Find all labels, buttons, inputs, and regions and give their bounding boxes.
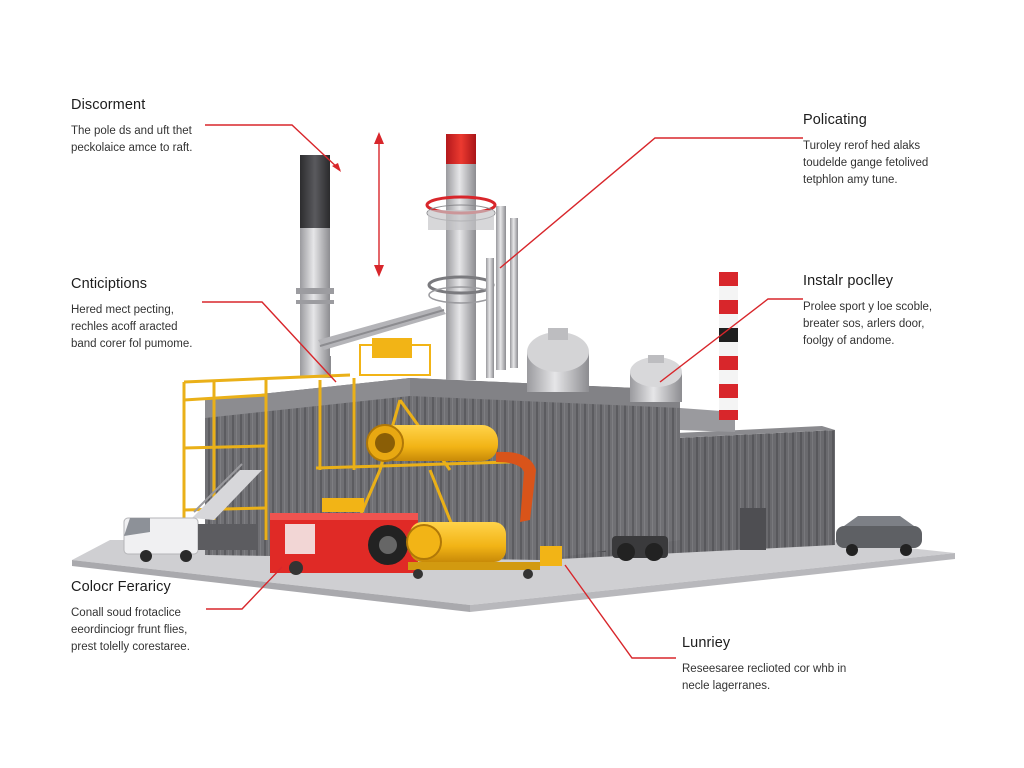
callout-line: Turoley rerof hed alaks [803,140,921,152]
arrowhead [332,163,341,172]
callout-policating: Policating Turoley rerof hed alaks toude… [803,112,928,189]
dark-chimney [296,155,334,378]
callout-line: peckolaice amce to raft. [71,142,193,154]
leader-cnticiptions [202,301,337,383]
callout-line: Reseesaree reclioted cor whb in [682,663,847,675]
callout-line: breater sos, arlers door, [803,318,925,330]
white-van [123,517,258,562]
callout-title: Discorment [71,97,146,113]
callout-line: necle lagerranes. [682,680,771,692]
yellow-drum-machine [406,522,562,579]
callout-title: Cnticiptions [71,276,148,292]
striped-chimney [719,272,738,420]
leader-colocr [206,566,283,610]
leader-discoment [205,124,341,171]
callout-line: The pole ds and uft thet [71,125,192,137]
callout-cnticiptions: Cnticiptions Hered mect pecting, rechles… [71,276,192,353]
staircase [192,463,262,520]
callout-line: toudelde gange fetolived [803,157,929,169]
yellow-turbine [366,424,536,522]
cable-reel-trailer [612,536,668,561]
callout-line: tetphlon amy tune. [803,174,898,186]
callout-colocr: Colocr Feraricy Conall soud frotaclice e… [71,579,190,656]
callout-title: Colocr Feraricy [71,579,171,595]
red-generator [270,498,418,575]
pipe-bridge [318,306,446,378]
callout-discoment: Discorment The pole ds and uft thet peck… [71,97,192,157]
callout-line: eeordinciogr frunt flies, [71,624,188,636]
callout-lunriey: Lunriey Reseesaree reclioted cor whb in … [682,635,846,695]
callout-line: Prolee sport y loe scoble, [803,301,933,313]
callout-line: Hered mect pecting, [71,304,174,316]
callout-line: Conall soud frotaclice [71,607,181,619]
leader-lunriey [564,564,676,659]
callout-line: rechles acoff aracted [71,321,178,333]
grey-car [836,516,922,556]
height-arrow [374,132,384,277]
callout-leader-lines [202,124,803,659]
leader-instalr [659,298,803,383]
callout-line: band corer fol pumome. [71,338,193,350]
callout-title: Lunriey [682,635,731,651]
callout-title: Policating [803,112,867,128]
callout-instalr: Instalr poclley Prolee sport y loe scobl… [803,273,932,350]
callout-line: foolgy of andome. [803,335,895,347]
callout-line: prest tolelly corestaree. [71,641,190,653]
callout-title: Instalr poclley [803,273,894,289]
leader-policating [499,137,803,269]
storage-tanks [527,328,682,402]
red-capped-chimney [425,134,518,380]
